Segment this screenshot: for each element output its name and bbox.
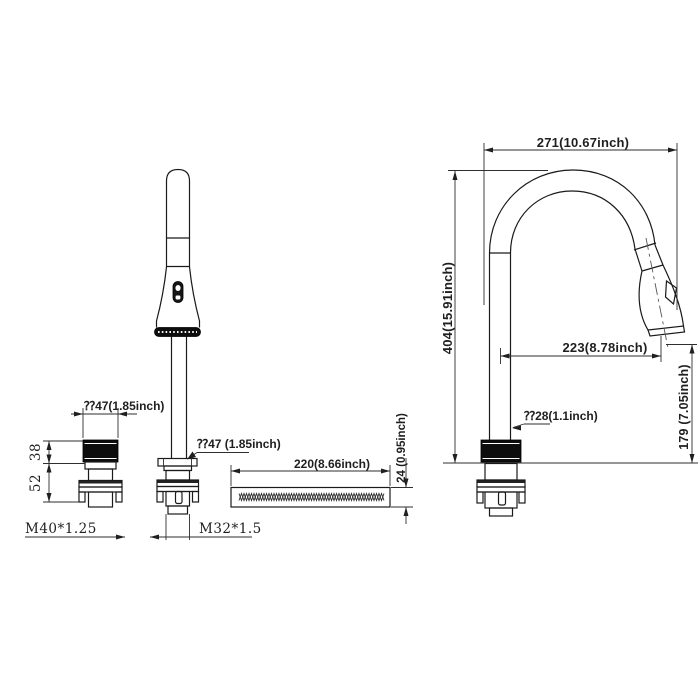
plate-thickness-label: 24 (0.95inch) [396,413,408,483]
dim-valve-thread: M40*1.25 [25,521,125,540]
dim-valve-cap-diameter: ⁇47(1.85inch) [71,399,164,438]
outlet-height-label: 179 (7.05inch) [677,364,691,449]
spout-reach-label: 271(10.67inch) [537,135,629,150]
side-view-faucet [443,169,698,517]
front-spout-diameter-label: ⁇47 (1.85inch) [197,437,281,451]
valve-body-height-label: 52 [28,474,44,492]
spray-head-button [664,279,678,306]
deck-plate-texture [238,492,385,502]
spray-head-connector [633,242,664,272]
deck-plate-texture [238,492,385,502]
spray-head [155,266,201,328]
overall-height-label: 404(15.91inch) [440,262,455,354]
front-view-faucet [154,168,201,540]
valve-cap-diameter-label: ⁇47(1.85inch) [84,399,164,413]
valve-body [78,461,123,508]
pulldown-spray-head [638,237,686,349]
gooseneck-outer [488,169,656,254]
valve-cap-height-label: 38 [28,443,44,461]
deck-plate-outline [230,486,391,508]
spray-button-notch [175,295,181,300]
dim-front-spout-diameter: ⁇47 (1.85inch) [187,437,281,460]
dim-front-shank-thread: M32*1.5 [150,521,262,540]
dim-valve-heights: 38 52 [28,440,85,503]
base-knurled-ring [480,439,522,463]
spray-button-dot [175,285,181,291]
outlet-reach-label: 223(8.78inch) [563,340,648,355]
side-mount-hardware [476,462,526,517]
dim-pipe-diameter: ⁇28(1.1inch) [512,409,598,431]
spray-centerline [645,237,669,349]
dim-outlet-reach: 223(8.78inch) [500,336,662,364]
dim-outlet-height: 179 (7.05inch) [666,344,697,463]
plate-length-label: 220(8.66inch) [294,457,370,471]
dim-overall-height: 404(15.91inch) [440,170,548,463]
dim-plate-thickness: 24 (0.95inch) [391,413,413,524]
valve-assembly [78,439,123,508]
spray-button [172,281,184,303]
gooseneck-inner [509,190,636,254]
front-mount-hardware [156,457,200,515]
front-shank-thread-label: M32*1.5 [199,521,262,537]
deck-plate [230,486,391,508]
pipe-diameter-label: ⁇28(1.1inch) [524,409,598,423]
dim-spout-reach: 271(10.67inch) [483,135,678,310]
valve-thread-label: M40*1.25 [25,521,97,537]
wand-tube [165,168,191,267]
dim-plate-length: 220(8.66inch) [230,457,391,486]
